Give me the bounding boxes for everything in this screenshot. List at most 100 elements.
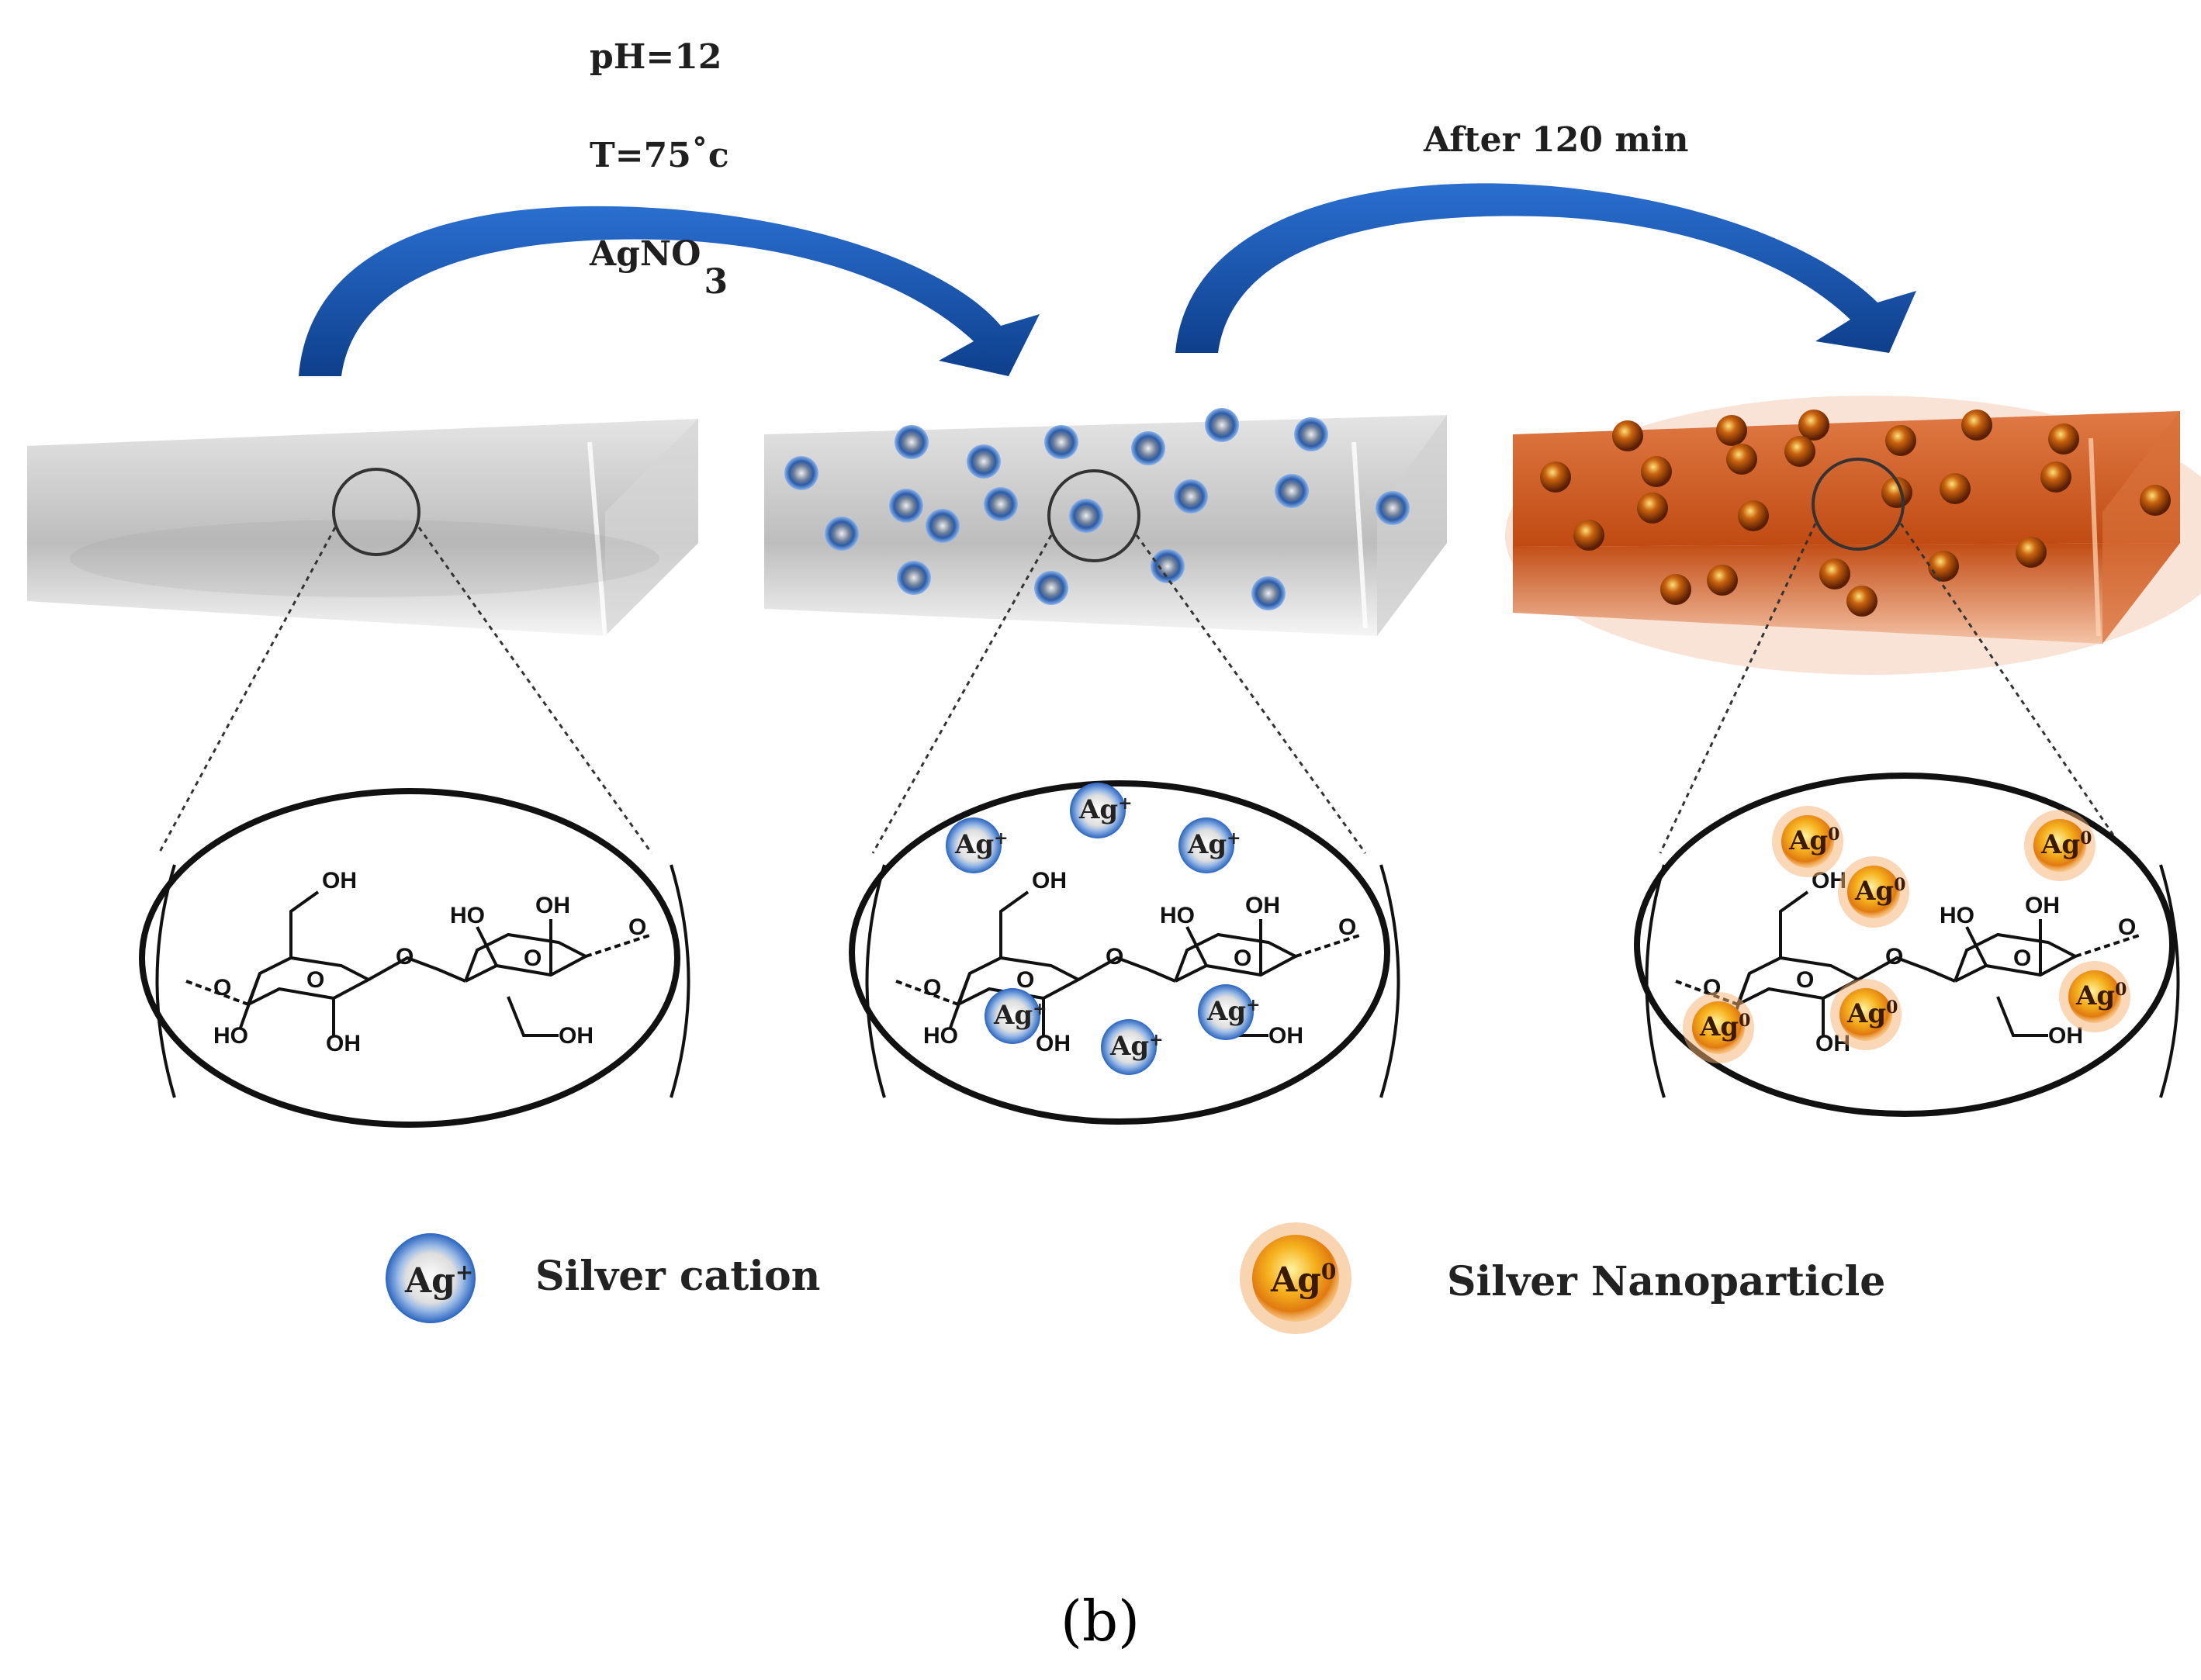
time-label: After 120 min bbox=[1423, 120, 1689, 160]
silver-nanoparticle-marker bbox=[1798, 410, 1829, 441]
silver-nanoparticle-marker bbox=[1881, 477, 1912, 508]
silver-nanoparticle-icon bbox=[2033, 819, 2086, 872]
atom-label: OH bbox=[1245, 893, 1280, 918]
atom-label: OH bbox=[1032, 868, 1067, 894]
atom-label: O bbox=[1234, 945, 1251, 971]
silver-nanoparticle-marker bbox=[1784, 436, 1815, 467]
silver-cation-marker bbox=[926, 509, 960, 543]
glucose-ring-right bbox=[464, 932, 590, 983]
chain-end-right bbox=[585, 933, 652, 958]
silver-nanoparticle-marker bbox=[1540, 461, 1571, 493]
atom-label: HO bbox=[1160, 903, 1195, 928]
glycosidic-bond bbox=[1857, 956, 1956, 983]
glucose-ring-left bbox=[247, 956, 372, 1006]
atom-label: OH bbox=[1036, 1031, 1071, 1056]
silver-cation-icon-label: Ag+ bbox=[404, 1260, 473, 1301]
silver-nanoparticle-icon-label: Ag0 bbox=[1270, 1259, 1336, 1300]
atom-label: O bbox=[396, 944, 414, 970]
silver-cation-marker bbox=[1034, 571, 1068, 605]
atom-label: O bbox=[1885, 944, 1903, 970]
oh-bond bbox=[1965, 926, 1988, 966]
atom-label: HO bbox=[923, 1023, 958, 1049]
bracket-right bbox=[670, 864, 690, 1098]
silver-cation: Ag+ bbox=[946, 818, 1009, 873]
atom-label: O bbox=[923, 975, 941, 1001]
silver-nanoparticle-marker bbox=[1846, 586, 1877, 617]
silver-cation-marker bbox=[889, 489, 923, 523]
silver-nanoparticle-marker bbox=[1573, 520, 1604, 551]
bracket-right bbox=[2159, 864, 2180, 1098]
silver-nanoparticle-marker bbox=[1940, 473, 1971, 504]
silver-cation-icon bbox=[1070, 783, 1126, 838]
silver-cation-icon-label: Ag+ bbox=[1109, 1030, 1164, 1062]
atom-label: O bbox=[1106, 944, 1123, 970]
silver-cation-icon bbox=[1178, 818, 1234, 873]
silver-cation-marker bbox=[1251, 576, 1286, 610]
silver-cation-marker bbox=[1151, 549, 1185, 583]
slab-nanoparticle-group bbox=[1540, 410, 2171, 617]
silver-nanoparticle: Ag0 bbox=[1838, 856, 1909, 928]
silver-cation-icon-label: Ag+ bbox=[954, 828, 1009, 860]
silver-cation-marker bbox=[1131, 431, 1165, 465]
silver-cation-marker bbox=[825, 517, 859, 551]
silver-nanoparticle-marker bbox=[1637, 493, 1668, 524]
atom-label: HO bbox=[450, 903, 485, 928]
nanoparticle-slab bbox=[1505, 396, 2201, 675]
ch2oh-bond bbox=[289, 890, 320, 958]
silver-nanoparticle-marker bbox=[1707, 565, 1738, 596]
silver-nanoparticle: Ag0 bbox=[1830, 979, 1902, 1050]
bracket-left bbox=[155, 864, 176, 1098]
glycosidic-bond bbox=[1078, 956, 1176, 983]
silver-nanoparticle-marker bbox=[2140, 485, 2171, 516]
atom-label: O bbox=[1338, 914, 1356, 940]
silver-nanoparticle-marker bbox=[1716, 415, 1747, 446]
atom-label: HO bbox=[213, 1023, 248, 1049]
silver-nanoparticle-icon-label: Ag0 bbox=[2040, 828, 2092, 860]
atom-label: OH bbox=[1268, 1023, 1303, 1049]
silver-cation-icon-label: Ag+ bbox=[993, 999, 1047, 1031]
atom-label: O bbox=[628, 914, 646, 940]
atom-label: OH bbox=[2025, 893, 2060, 918]
atom-label: O bbox=[2118, 914, 2136, 940]
silver-nanoparticle-marker bbox=[1885, 425, 1916, 456]
silver-nanoparticle: Ag0 bbox=[2024, 810, 2095, 881]
silver-cation-marker bbox=[1294, 417, 1328, 451]
silver-cation-marker bbox=[1174, 479, 1208, 513]
silver-nanoparticle-marker bbox=[1660, 574, 1691, 605]
silver-cation: Ag+ bbox=[1198, 984, 1261, 1040]
glucose-ring-left bbox=[957, 956, 1082, 1006]
glucose-ring-right bbox=[1174, 932, 1299, 983]
silver-cation-icon-label: Ag+ bbox=[1078, 793, 1133, 825]
atom-label: OH bbox=[559, 1023, 594, 1049]
silver-nanoparticle-icon-label: Ag0 bbox=[1788, 824, 1839, 856]
silver-cation-marker bbox=[895, 425, 929, 459]
oh-bond bbox=[239, 973, 261, 1028]
silver-cation: Ag+ bbox=[1178, 818, 1241, 873]
oh-bond bbox=[1185, 926, 1208, 966]
glucose-ring-left bbox=[1736, 956, 1862, 1006]
ph-label: pH=12 bbox=[590, 37, 722, 77]
legend-cation: Ag+ Silver cation bbox=[386, 1233, 820, 1323]
silver-nanoparticle: Ag0 bbox=[2059, 961, 2130, 1032]
silver-nanoparticle-icon bbox=[1252, 1235, 1339, 1322]
silver-cation-marker bbox=[1205, 408, 1239, 442]
reaction-arrow-1 bbox=[299, 206, 1040, 376]
silver-nanoparticle-marker bbox=[2016, 537, 2047, 568]
silver-nanoparticle-icon bbox=[1839, 988, 1892, 1041]
chain-end-right bbox=[1295, 933, 1362, 958]
silver-nanoparticle-marker bbox=[1726, 444, 1757, 475]
atom-label: O bbox=[524, 945, 542, 971]
figure-caption-text: (b) bbox=[1061, 1588, 1140, 1654]
silver-nanoparticle-icon-label: Ag0 bbox=[1699, 1011, 1750, 1042]
silver-nanoparticle: Ag0 bbox=[1683, 992, 1754, 1063]
bracket-left bbox=[865, 864, 886, 1098]
atom-label: O bbox=[1016, 967, 1034, 993]
silver-nanoparticle-icon bbox=[1692, 1001, 1745, 1054]
magnifier-1 bbox=[157, 468, 653, 854]
silver-cation-icon bbox=[946, 818, 1002, 873]
ch2oh-bond bbox=[1779, 890, 1809, 958]
atom-label: OH bbox=[322, 868, 357, 894]
